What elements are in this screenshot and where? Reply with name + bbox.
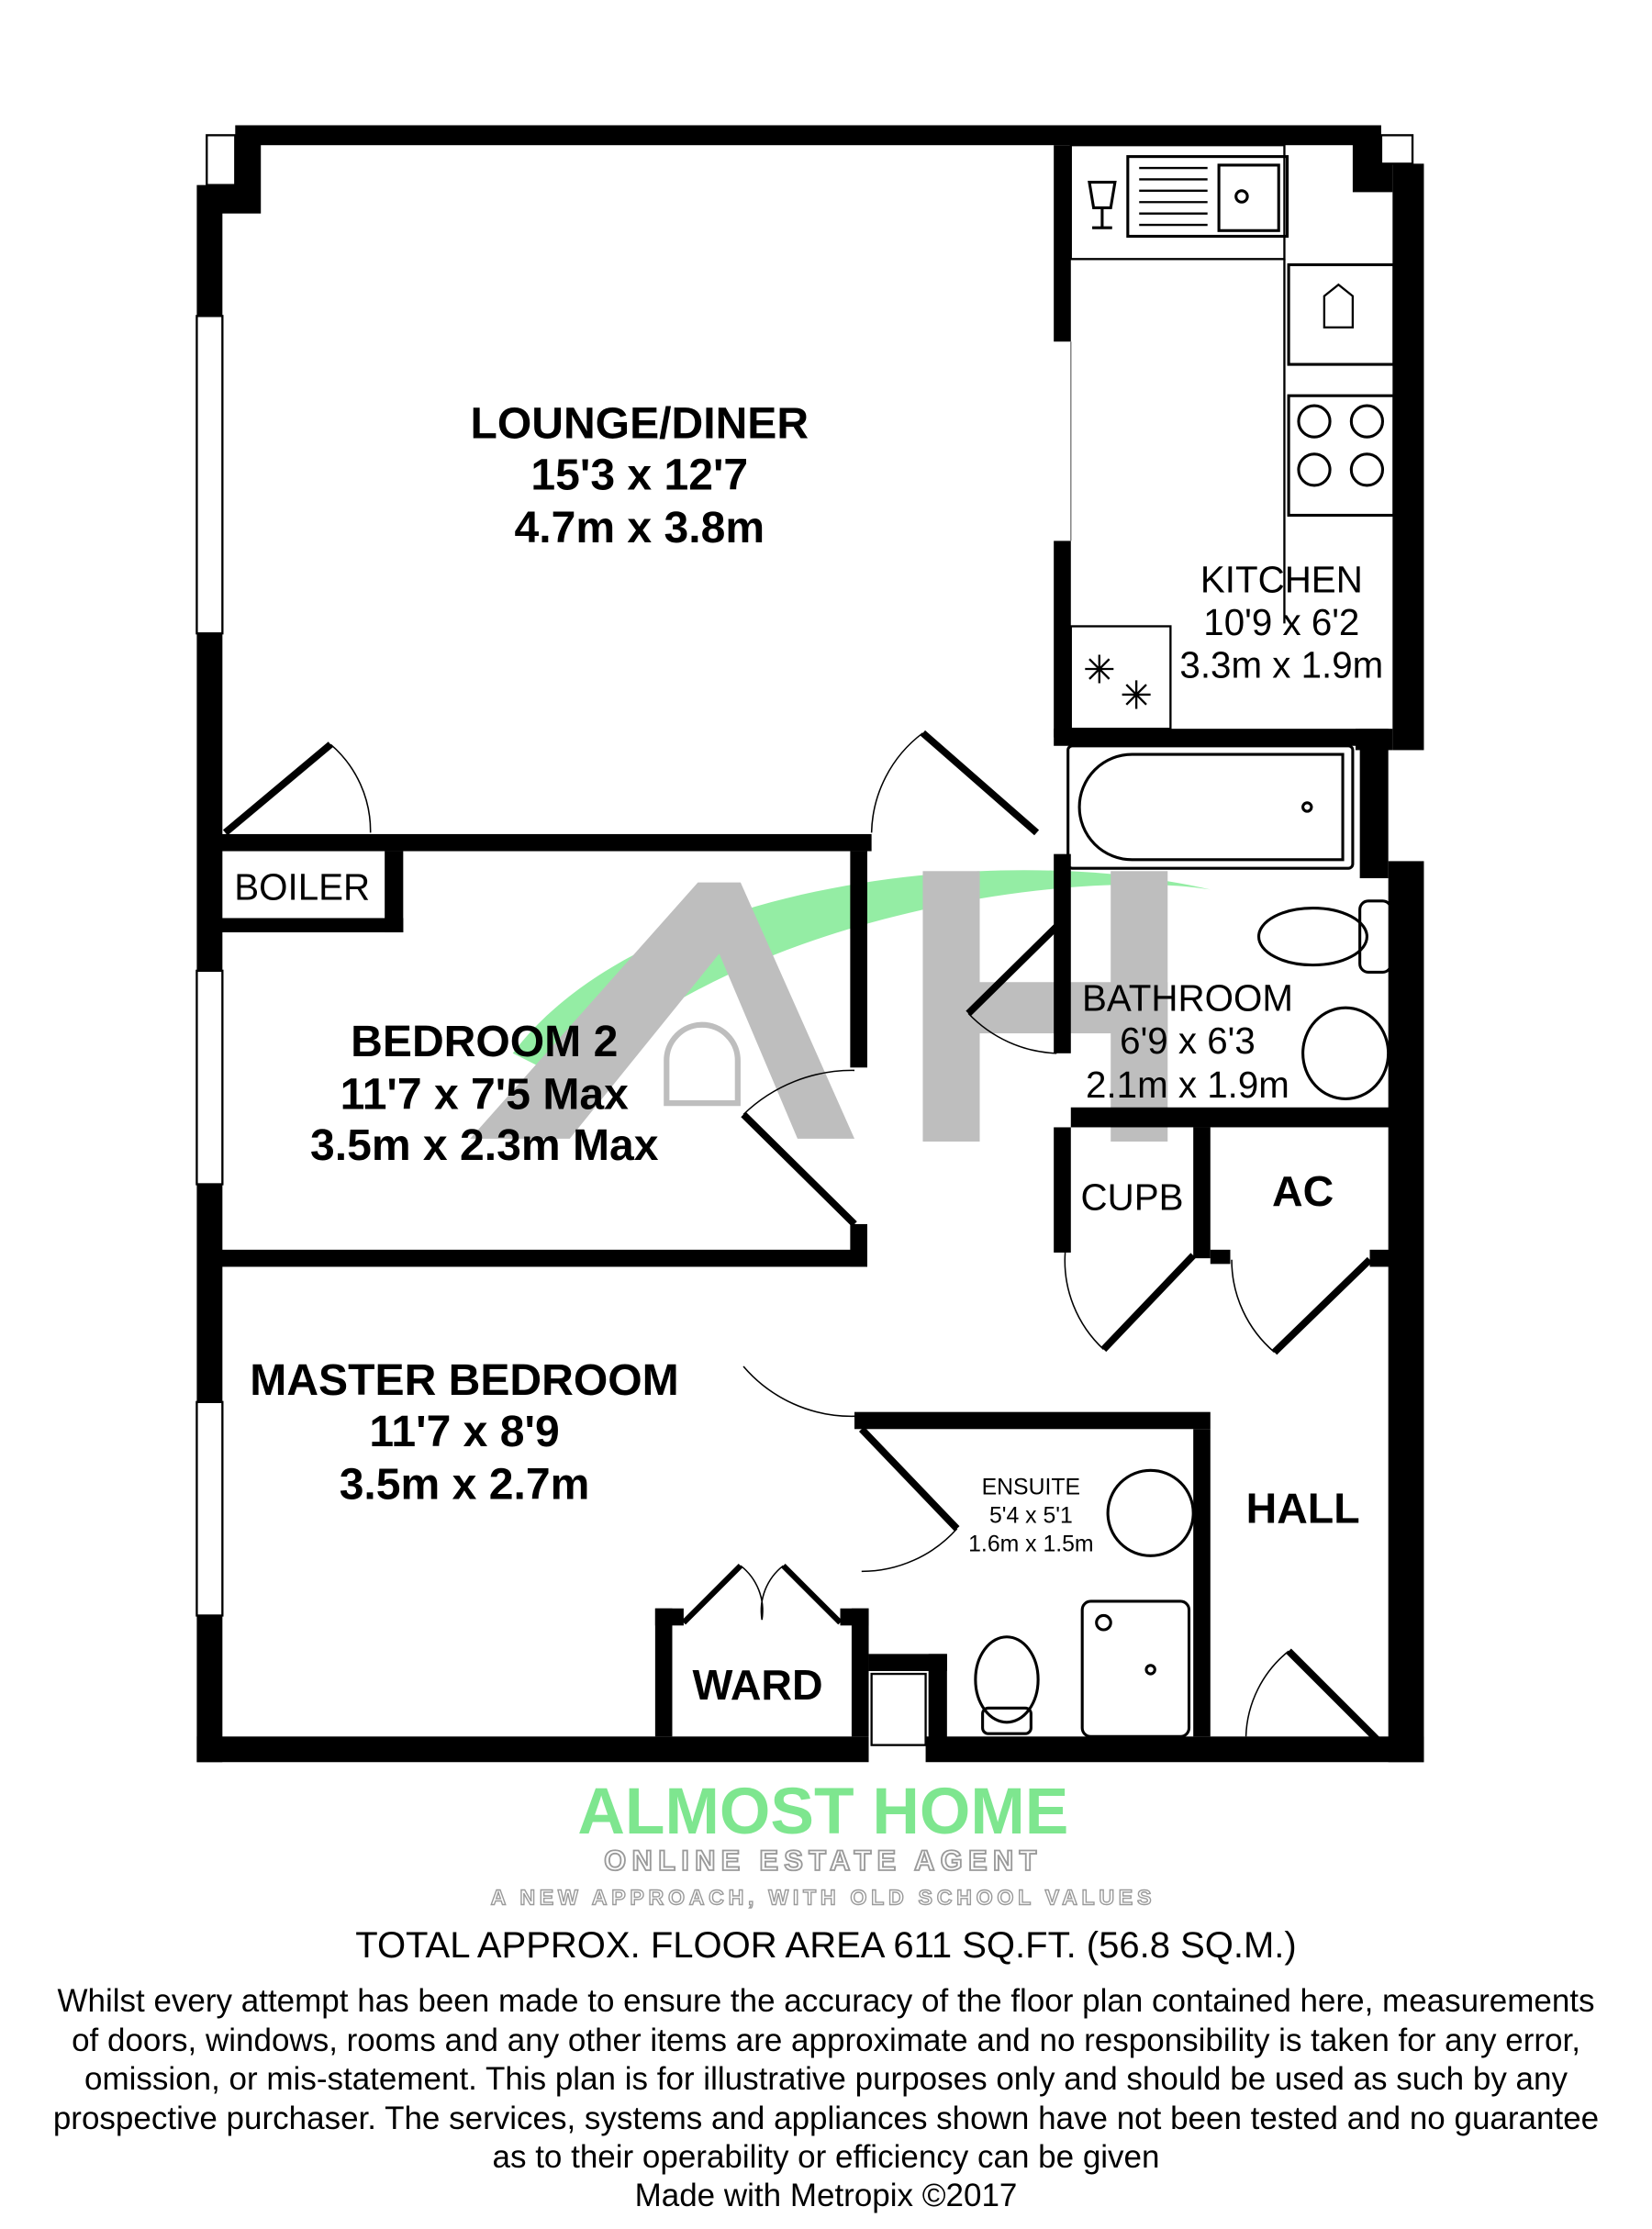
bath-icon: [1066, 744, 1355, 870]
doors: [222, 730, 1391, 1754]
disclaimer-line: of doors, windows, rooms and any other i…: [72, 2022, 1580, 2058]
disclaimer-line: Whilst every attempt has been made to en…: [57, 1983, 1595, 2019]
kitchen-counter: [1069, 144, 1286, 261]
ensuite-basin-icon: [1106, 1468, 1195, 1557]
master-imperial: 11'7 x 8'9: [369, 1407, 559, 1456]
fridge-freezer-icon: [1069, 625, 1172, 730]
logo-letter-h-bar: [922, 982, 1168, 1034]
ensuite-name: ENSUITE: [982, 1476, 1080, 1500]
bathroom-metric: 2.1m x 1.9m: [1086, 1064, 1289, 1106]
room-labels: LOUNGE/DINER 15'3 x 12'7 4.7m x 3.8m KIT…: [234, 399, 1383, 1709]
watermark-logo: [470, 870, 1211, 1142]
disclaimer-line: as to their operability or efficiency ca…: [492, 2139, 1160, 2175]
kitchen-imperial: 10'9 x 6'2: [1203, 601, 1359, 643]
watermark-slogan: A NEW APPROACH, WITH OLD SCHOOL VALUES: [491, 1885, 1156, 1909]
master-name: MASTER BEDROOM: [250, 1355, 678, 1405]
ensuite-imperial: 5'4 x 5'1: [989, 1504, 1073, 1529]
ac-name: AC: [1272, 1167, 1334, 1215]
kitchen-name: KITCHEN: [1200, 558, 1363, 600]
windows: [195, 134, 1414, 1617]
hob-icon: [1287, 394, 1396, 518]
shower-tray-icon: [1080, 1599, 1191, 1738]
disclaimer-line: omission, or mis-statement. This plan is…: [84, 2061, 1568, 2097]
ensuite-toilet-icon: [974, 1635, 1040, 1724]
lounge-imperial: 15'3 x 12'7: [530, 451, 748, 500]
hall-name: HALL: [1246, 1485, 1360, 1532]
bedroom2-imperial: 11'7 x 7'5 Max: [340, 1069, 630, 1119]
total-floor-area: TOTAL APPROX. FLOOR AREA 611 SQ.FT. (56.…: [355, 1925, 1297, 1966]
ward-name: WARD: [692, 1661, 822, 1709]
bedroom2-name: BEDROOM 2: [351, 1017, 618, 1066]
ensuite-metric: 1.6m x 1.5m: [968, 1532, 1093, 1557]
toilet-icon: [1256, 907, 1368, 967]
fixtures: [974, 144, 1396, 1738]
walls: [196, 125, 1424, 1763]
watermark-tagline: ONLINE ESTATE AGENT: [604, 1844, 1042, 1877]
washing-machine-icon: [1287, 262, 1396, 366]
bedroom2-metric: 3.5m x 2.3m Max: [310, 1120, 659, 1170]
logo-letter-a: [470, 882, 855, 1139]
bathroom-imperial: 6'9 x 6'3: [1120, 1020, 1256, 1062]
lounge-metric: 4.7m x 3.8m: [514, 503, 765, 552]
lounge-name: LOUNGE/DINER: [470, 399, 809, 449]
snowflake-icon: [1085, 654, 1151, 709]
basin-icon: [1301, 1006, 1390, 1100]
sink-icon: [1126, 155, 1289, 239]
made-with-credit: Made with Metropix ©2017: [634, 2178, 1018, 2213]
watermark-brand: ALMOST HOME: [577, 1775, 1068, 1848]
wine-glass-icon: [1088, 180, 1117, 229]
disclaimer: Whilst every attempt has been made to en…: [0, 1982, 1652, 2178]
watermark-text: ALMOST HOME ONLINE ESTATE AGENT A NEW AP…: [490, 1775, 1156, 1910]
kitchen-metric: 3.3m x 1.9m: [1179, 643, 1383, 685]
disclaimer-line: prospective purchaser. The services, sys…: [52, 2100, 1600, 2136]
boiler-name: BOILER: [234, 865, 370, 908]
bathroom-name: BATHROOM: [1082, 976, 1293, 1019]
logo-window-icon: [664, 1021, 741, 1107]
master-metric: 3.5m x 2.7m: [340, 1459, 590, 1509]
cupb-name: CUPB: [1080, 1176, 1183, 1218]
